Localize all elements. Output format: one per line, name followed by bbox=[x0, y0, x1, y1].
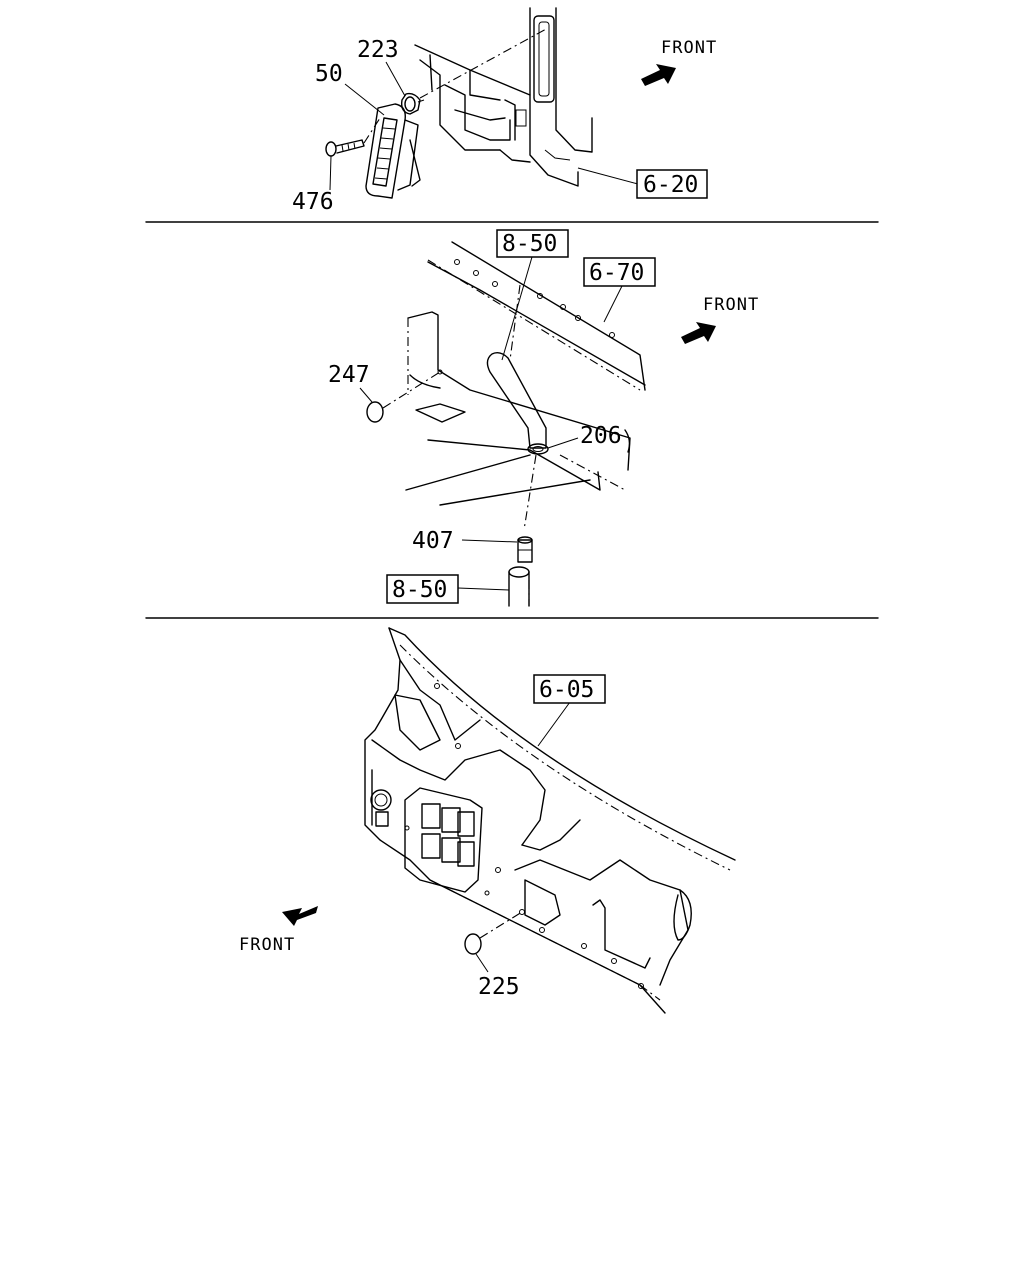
callout-247: 247 bbox=[328, 362, 370, 388]
callout-206: 206 bbox=[580, 423, 622, 449]
assembly-line-225 bbox=[479, 911, 523, 939]
front-arrow-icon bbox=[282, 906, 318, 926]
callout-407: 407 bbox=[412, 528, 454, 554]
front-arrow-icon bbox=[641, 64, 676, 86]
callout-50: 50 bbox=[315, 61, 343, 87]
leader-50 bbox=[344, 83, 385, 116]
ref-6-20: 6-20 bbox=[643, 172, 698, 198]
ref-box-6-05 bbox=[533, 674, 606, 704]
grommet-247-drawing bbox=[366, 401, 384, 423]
leader-206 bbox=[547, 437, 579, 449]
connector-407-drawing bbox=[517, 536, 533, 563]
leader-6-05 bbox=[537, 701, 571, 747]
assembly-line-223 bbox=[419, 27, 549, 99]
ref-box-6-70 bbox=[583, 257, 656, 287]
leader-6-70 bbox=[603, 285, 623, 323]
leader-247 bbox=[359, 387, 373, 403]
bottom-panel: 6-05 225 FRONT bbox=[239, 627, 736, 1014]
leader-8-50-upper bbox=[501, 256, 533, 361]
lower-hose-drawing bbox=[508, 566, 530, 607]
ref-8-50-lower: 8-50 bbox=[392, 577, 447, 603]
middle-panel: 8-50 6-70 247 206 407 8-50 FRONT bbox=[328, 229, 759, 607]
callout-223: 223 bbox=[357, 37, 399, 63]
dash-panel-drawing bbox=[364, 627, 736, 1014]
ref-6-05: 6-05 bbox=[539, 677, 594, 703]
leader-476 bbox=[329, 155, 332, 191]
callout-476: 476 bbox=[292, 189, 334, 215]
top-panel: 223 50 476 6-20 FRONT bbox=[292, 7, 717, 215]
grommet-225-drawing bbox=[464, 933, 482, 955]
callout-225: 225 bbox=[478, 974, 520, 1000]
front-label-top: FRONT bbox=[661, 38, 717, 58]
front-arrow-icon bbox=[681, 322, 716, 344]
leader-8-50-lower bbox=[457, 587, 510, 591]
ref-8-50-upper: 8-50 bbox=[502, 231, 557, 257]
drain-hose-drawing bbox=[486, 284, 549, 531]
ref-box-8-50-upper bbox=[496, 229, 569, 258]
leader-407 bbox=[461, 539, 518, 543]
assembly-line-247 bbox=[382, 371, 441, 409]
leader-225 bbox=[475, 953, 489, 973]
leader-6-20 bbox=[577, 167, 639, 185]
ref-box-8-50-lower bbox=[386, 574, 459, 604]
door-pillar-drawing bbox=[414, 7, 593, 187]
ref-box-6-20 bbox=[636, 169, 708, 199]
leader-223 bbox=[385, 61, 406, 97]
front-label-middle: FRONT bbox=[703, 295, 759, 315]
ref-6-70: 6-70 bbox=[589, 260, 644, 286]
front-label-bottom: FRONT bbox=[239, 935, 295, 955]
vent-grille-50-drawing bbox=[365, 103, 421, 199]
cowl-panel-drawing bbox=[405, 241, 646, 506]
